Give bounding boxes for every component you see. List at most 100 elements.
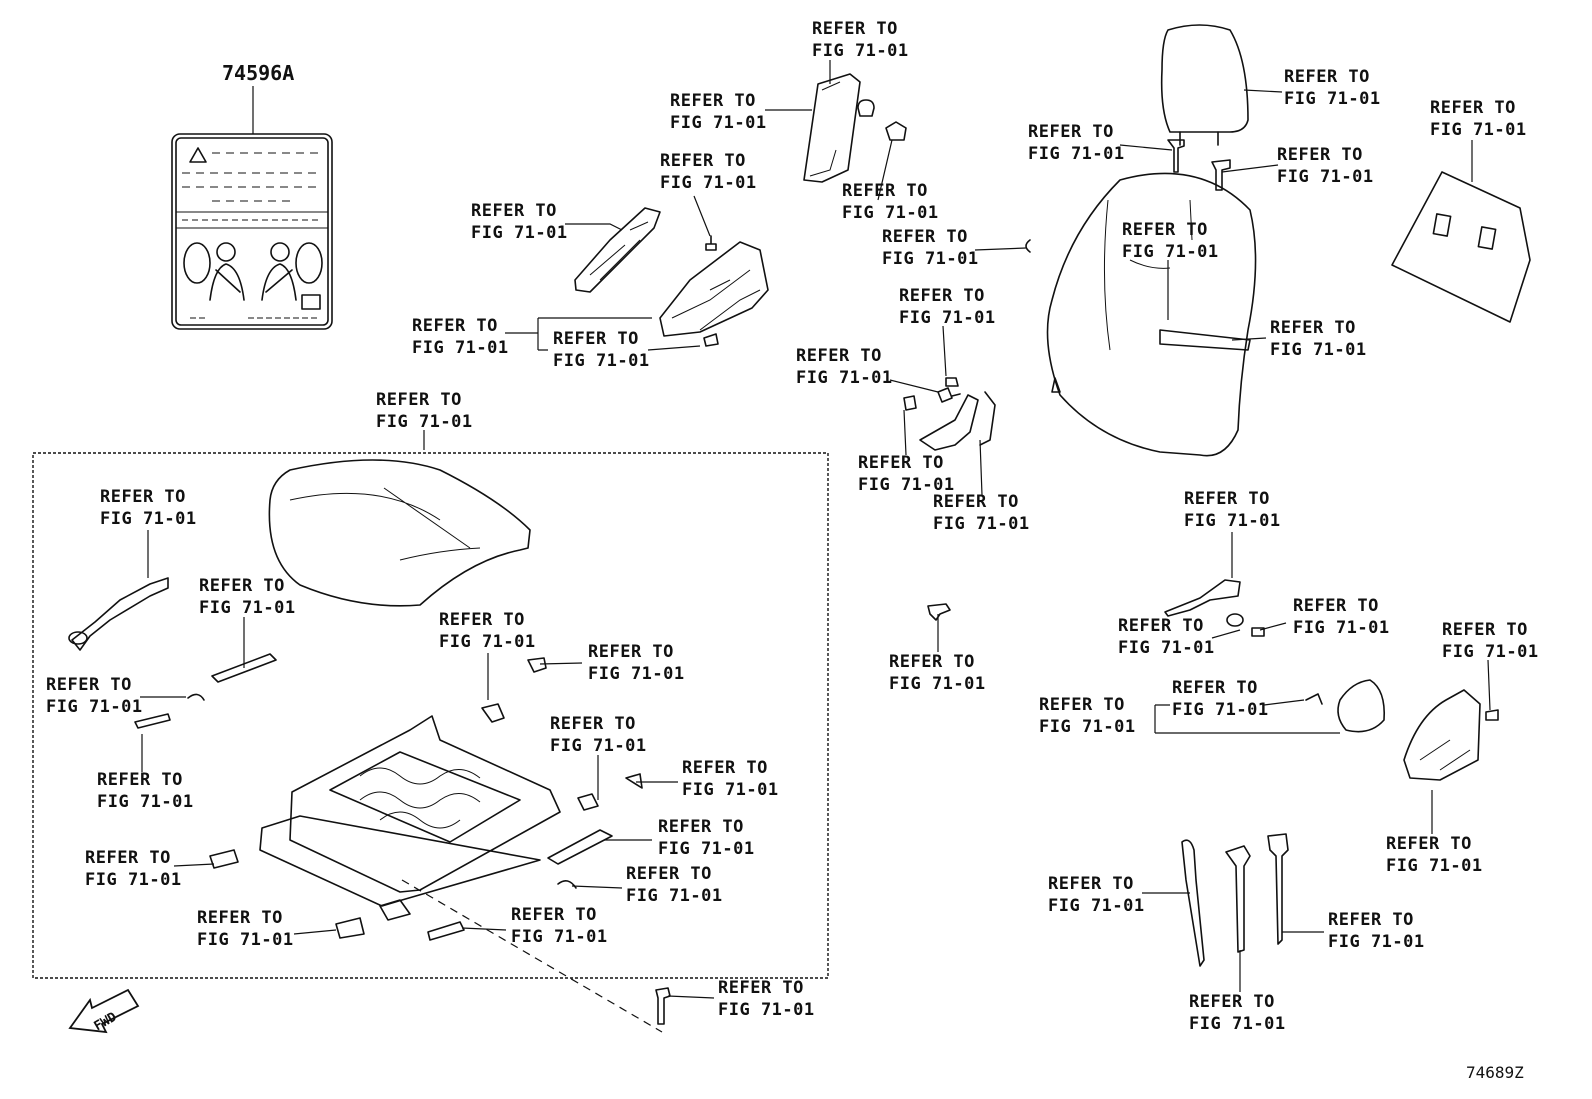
- seat-spacer[interactable]: [134, 713, 171, 729]
- clip[interactable]: [577, 793, 599, 811]
- bolt[interactable]: [903, 395, 917, 411]
- seat-armrest-cover[interactable]: [803, 73, 861, 183]
- screw[interactable]: [1251, 627, 1265, 637]
- seat-cushion-pad[interactable]: [268, 459, 531, 607]
- svg-text:FIG 71-01: FIG 71-01: [1328, 932, 1425, 952]
- washer[interactable]: [1226, 613, 1244, 627]
- seatback-board[interactable]: [1391, 171, 1531, 323]
- svg-text:FIG 71-01: FIG 71-01: [658, 839, 755, 859]
- clip[interactable]: [703, 333, 719, 347]
- clip[interactable]: [481, 703, 505, 723]
- svg-text:REFER TO: REFER TO: [1189, 992, 1275, 1012]
- clip[interactable]: [209, 849, 239, 869]
- seat-cushion-wire[interactable]: [68, 577, 169, 651]
- clip[interactable]: [1305, 693, 1323, 705]
- headrest-support-right[interactable]: [1211, 159, 1231, 191]
- seat-rail-cover[interactable]: [211, 653, 277, 683]
- seatback-cover[interactable]: [1046, 172, 1257, 457]
- seat-clip[interactable]: [927, 603, 951, 621]
- seat-spacer[interactable]: [427, 921, 465, 941]
- svg-text:REFER TO: REFER TO: [682, 758, 768, 778]
- bolt[interactable]: [937, 387, 961, 403]
- svg-text:FIG 71-01: FIG 71-01: [1048, 896, 1145, 916]
- svg-text:REFER TO: REFER TO: [796, 346, 882, 366]
- part-code-74596a[interactable]: 74596A: [222, 61, 294, 85]
- seatback-side-bracket[interactable]: [1164, 579, 1241, 617]
- seat-track-cover[interactable]: [547, 829, 613, 865]
- screw[interactable]: [1485, 709, 1499, 721]
- clip[interactable]: [625, 773, 643, 789]
- headrest-support-left[interactable]: [1167, 139, 1185, 173]
- cable-tie-1[interactable]: [1181, 839, 1205, 967]
- seatback-bracket[interactable]: [919, 391, 996, 451]
- cable-tie-3[interactable]: [1267, 833, 1289, 945]
- seat-side-shield[interactable]: [1403, 689, 1481, 781]
- svg-text:FIG 71-01: FIG 71-01: [812, 41, 909, 61]
- svg-text:FIG 71-01: FIG 71-01: [660, 173, 757, 193]
- hog-ring[interactable]: [187, 693, 205, 701]
- airbag-warning-label[interactable]: [171, 133, 333, 330]
- cable-tie-2[interactable]: [1225, 845, 1251, 953]
- svg-text:REFER TO: REFER TO: [376, 390, 462, 410]
- screw[interactable]: [705, 235, 717, 251]
- bolt[interactable]: [655, 987, 671, 1025]
- nut[interactable]: [857, 99, 875, 117]
- screw[interactable]: [945, 377, 959, 387]
- recliner-cover-inner[interactable]: [574, 207, 661, 293]
- recliner-cover-outer[interactable]: [659, 241, 769, 337]
- clip[interactable]: [527, 657, 547, 673]
- seat-cushion-frame[interactable]: [259, 715, 561, 921]
- clip[interactable]: [335, 917, 365, 939]
- cap-nut[interactable]: [885, 121, 907, 141]
- hog-ring[interactable]: [1025, 239, 1031, 253]
- figure-code: 74689Z: [1466, 1063, 1524, 1082]
- hog-ring[interactable]: [557, 880, 577, 889]
- headrest[interactable]: [1160, 24, 1249, 146]
- side-cover-knob[interactable]: [1337, 679, 1386, 733]
